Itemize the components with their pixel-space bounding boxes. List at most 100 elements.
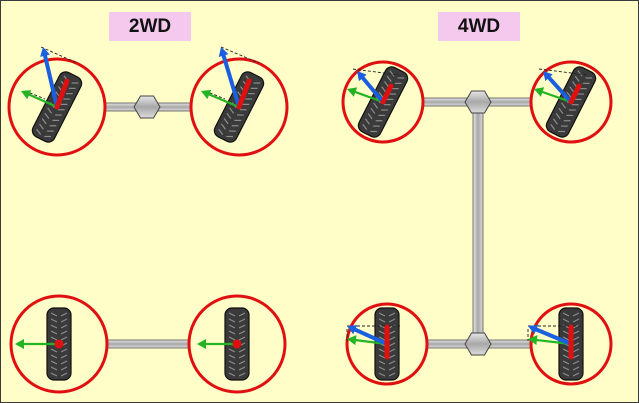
wheel-4wd-front-right-tread-right <box>571 104 579 106</box>
wheel-2wd-rear-right-tread-right <box>238 318 246 323</box>
wheel-4wd-rear-left-tread-right <box>388 342 396 347</box>
wheel-4wd-rear-right-tread-left <box>562 324 570 329</box>
wheel-2wd-front-right-blue-force-shaft <box>221 53 241 109</box>
wheel-4wd-front-left-tread-right <box>378 114 386 117</box>
wheel-4wd-front-right-tread-left <box>572 81 577 88</box>
wheel-4wd-front-left-tread-right <box>397 77 405 79</box>
wheel-4wd-front-left-blue-force-shaft <box>360 75 385 104</box>
wheel-4wd-rear-right-tread-right <box>572 330 580 335</box>
wheel-2wd-front-left-tread-right <box>63 98 71 100</box>
wheel-4wd-rear-right-tread-left <box>562 360 570 365</box>
wheel-2wd-rear-right-tread-right <box>238 312 246 317</box>
wheel-4wd-rear-right-tread-left <box>562 372 570 377</box>
label-4wd: 4WD <box>438 12 520 41</box>
wheel-4wd-front-left-tread-left <box>373 102 379 109</box>
wheel-2wd-front-right-tread-left <box>218 128 224 135</box>
wheel-4wd-rear-right-tread-left <box>562 318 570 323</box>
wheel-2wd-rear-right-tread-right <box>238 366 246 371</box>
wheel-4wd-front-left-blue-force-head <box>357 71 367 82</box>
wheel-4wd-front-right-tread-right <box>582 82 590 84</box>
wheel-4wd-front-left-tread-left <box>389 70 395 77</box>
wheel-4wd-front-right-tread-left <box>566 91 572 98</box>
front-differential-2wd <box>133 95 161 119</box>
wheel-4wd-front-left-tread-right <box>375 120 383 122</box>
wheel-4wd-rear-right-tread-right <box>572 318 580 323</box>
wheel-2wd-front-right-tread-right <box>242 103 250 105</box>
wheel-4wd-rear-left-tread-right <box>388 366 396 371</box>
wheel-4wd-rear-left-tread-right <box>388 336 396 341</box>
wheel-2wd-rear-left-tread-right <box>60 372 68 377</box>
wheel-2wd-rear-left-tread-left <box>50 354 58 359</box>
wheel-2wd-front-right-tread-left <box>226 112 232 119</box>
wheel-4wd-rear-right-green-force-head <box>528 335 538 346</box>
wheel-4wd-rear-right-tread-right <box>572 342 580 347</box>
wheel-2wd-front-left-tread-left <box>36 128 42 135</box>
wheel-4wd-rear-left-tread-right <box>388 360 396 365</box>
wheel-2wd-rear-left-green-force-head <box>15 339 24 349</box>
wheel-4wd-rear-left-tread-left <box>378 360 386 365</box>
wheel-4wd-front-right-tread-right <box>560 125 568 127</box>
wheel-2wd-rear-left-tread-right <box>60 354 68 359</box>
wheel-2wd-rear-left-tread-right <box>60 330 68 335</box>
wheel-4wd-front-left-dashed-guide <box>352 68 400 76</box>
wheel-2wd-front-right-green-force-shaft <box>208 93 241 109</box>
wheel-4wd-rear-left-tread-right <box>388 312 396 317</box>
wheel-2wd-front-left-tread-left <box>38 123 44 130</box>
wheel-4wd-front-left-tread-left <box>362 123 368 130</box>
wheel-2wd-front-right-tread-right <box>237 114 244 116</box>
wheel-4wd-rear-right-blue-force-shaft <box>534 327 573 346</box>
wheel-4wd-rear-left-blue-force-shaft <box>353 327 389 346</box>
wheel-4wd-rear-left-tread-right <box>388 372 396 377</box>
wheel-2wd-rear-left-tread-right <box>60 312 68 317</box>
wheel-4wd-front-right-green-force-shaft <box>541 90 573 104</box>
wheel-2wd-front-right-tread-right <box>231 125 239 127</box>
wheel-2wd-front-right-tread-left <box>220 123 226 130</box>
wheel-4wd-rear-right-tread-left <box>562 354 570 359</box>
wheel-2wd-front-right <box>189 46 289 157</box>
wheel-4wd-front-right <box>529 60 613 144</box>
wheel-2wd-rear-left-tread-left <box>50 360 58 365</box>
wheel-4wd-front-left-tread-right <box>389 93 397 95</box>
wheel-2wd-rear-right-tread-left <box>228 366 236 371</box>
wheel-2wd-front-left-tread-right <box>46 130 54 132</box>
wheel-2wd-rear-right-tread-left <box>228 372 236 377</box>
wheel-4wd-rear-right-tread-right <box>572 366 580 371</box>
wheel-4wd-rear-left-tread-right <box>388 354 396 359</box>
wheel-4wd-front-right-tread-right <box>585 77 593 79</box>
wheel-4wd-rear-right-blue-force-head <box>528 324 539 335</box>
wheel-4wd-rear-left-tread-right <box>388 318 396 323</box>
wheel-2wd-rear-right-green-force-head <box>197 339 206 349</box>
wheel-2wd-rear-left-tread-right <box>60 336 68 341</box>
wheel-4wd-rear-left-tread-left <box>378 348 386 353</box>
wheel-4wd-rear-right-tread-right <box>572 348 580 353</box>
wheel-4wd-front-right-tread-right <box>566 114 574 117</box>
wheel-2wd-rear-right-tread-left <box>228 318 236 323</box>
wheel-4wd-front-right-blue-force-shaft <box>547 75 573 104</box>
wheel-2wd-front-right-tread-right <box>226 135 233 138</box>
wheel-2wd-front-left-tread-left <box>44 112 50 119</box>
wheel-4wd-front-left-tread-right <box>386 98 394 100</box>
wheel-2wd-front-right-tread-right <box>253 82 261 84</box>
wheel-2wd-rear-right-tread-left <box>228 336 236 341</box>
wheel-4wd-front-left-tread-left <box>381 86 387 93</box>
wheel-2wd-rear-left-tread-left <box>50 324 58 329</box>
wheel-4wd-rear-right-tread-right <box>572 360 580 365</box>
wheel-4wd-rear-left-tread-right <box>388 324 396 329</box>
wheel-4wd-front-right-red-force <box>568 83 582 105</box>
wheel-4wd-front-right-tread-left <box>558 107 564 114</box>
wheel-2wd-front-left-dashed-guide <box>24 46 78 100</box>
wheel-2wd-rear-right-tread-left <box>228 312 236 317</box>
wheel-4wd-rear-left-tread-left <box>378 318 386 323</box>
wheel-2wd-front-right-tread-left <box>229 107 235 114</box>
wheel-4wd-rear-left-tread-left <box>378 336 386 341</box>
wheel-2wd-front-left-tread-right <box>55 114 62 116</box>
wheel-2wd-rear-left-tread-left <box>50 348 58 353</box>
propeller-shaft-4wd <box>472 101 484 345</box>
wheel-4wd-front-left-tread-right <box>381 109 388 111</box>
wheel-4wd-rear-left-green-force-head <box>347 335 357 346</box>
wheel-2wd-rear-right-tread-left <box>228 348 236 353</box>
wheel-2wd-front-left-blue-force-shaft <box>43 53 59 109</box>
wheel-4wd-front-right-tread-right <box>569 109 576 111</box>
